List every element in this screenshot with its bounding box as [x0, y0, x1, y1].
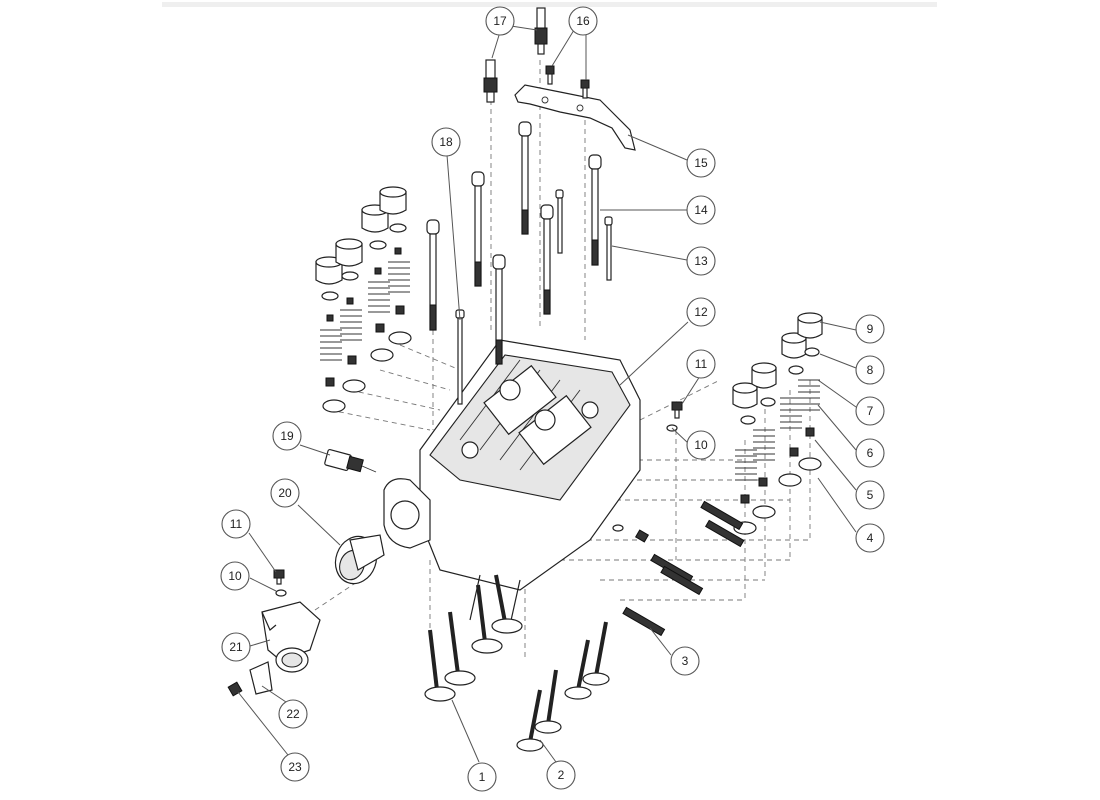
callout-16: 16	[568, 6, 598, 36]
callout-18: 18	[431, 127, 461, 157]
valves	[424, 574, 610, 752]
spark-plugs	[483, 7, 548, 103]
callout-5: 5	[855, 480, 885, 510]
callout-12: 12	[686, 297, 716, 327]
callout-number: 23	[288, 760, 302, 774]
head-bolts	[426, 121, 613, 405]
callout-number: 1	[479, 770, 486, 784]
left-valve-train	[315, 186, 412, 413]
callout-8: 8	[855, 355, 885, 385]
callout-number: 22	[286, 707, 300, 721]
callout-4: 4	[855, 523, 885, 553]
callout-number: 7	[867, 404, 874, 418]
callout-20: 20	[270, 478, 300, 508]
callout-number: 9	[867, 322, 874, 336]
callout-10-left: 10	[220, 561, 250, 591]
callout-number: 19	[280, 429, 294, 443]
callout-14: 14	[686, 195, 716, 225]
callout-number: 20	[278, 486, 292, 500]
coolant-parts	[249, 449, 385, 695]
callout-number: 11	[230, 517, 243, 531]
right-valve-train	[732, 312, 823, 535]
callout-number: 17	[493, 14, 507, 28]
callout-10-right: 10	[686, 430, 716, 460]
callout-3: 3	[670, 646, 700, 676]
callout-number: 6	[867, 446, 874, 460]
callout-number: 8	[867, 363, 874, 377]
callout-7: 7	[855, 396, 885, 426]
callout-11-right: 11	[686, 349, 716, 379]
callout-number: 10	[228, 569, 242, 583]
callout-13: 13	[686, 246, 716, 276]
callout-number: 4	[867, 531, 874, 545]
leader-lines	[237, 25, 857, 763]
callout-number: 18	[439, 135, 453, 149]
callout-11-left: 11	[221, 509, 251, 539]
callout-9: 9	[855, 314, 885, 344]
callout-17: 17	[485, 6, 515, 36]
callout-number: 16	[576, 14, 590, 28]
top-divider	[162, 2, 937, 7]
callout-22: 22	[278, 699, 308, 729]
callout-number: 11	[695, 357, 708, 371]
callout-number: 2	[558, 768, 565, 782]
bracket	[514, 65, 636, 151]
callout-1: 1	[467, 762, 497, 792]
callout-number: 10	[694, 438, 708, 452]
callout-number: 12	[694, 305, 708, 319]
callout-number: 13	[694, 254, 708, 268]
callout-15: 15	[686, 148, 716, 178]
callout-number: 5	[867, 488, 874, 502]
callout-2: 2	[546, 760, 576, 790]
callout-number: 21	[229, 640, 243, 654]
callout-6: 6	[855, 438, 885, 468]
cylinder-head	[383, 339, 641, 626]
callout-number: 15	[694, 156, 708, 170]
callout-21: 21	[221, 632, 251, 662]
callout-number: 3	[682, 654, 689, 668]
callout-19: 19	[272, 421, 302, 451]
studs-and-bolts	[227, 401, 745, 697]
callout-number: 14	[694, 203, 708, 217]
callout-23: 23	[280, 752, 310, 782]
